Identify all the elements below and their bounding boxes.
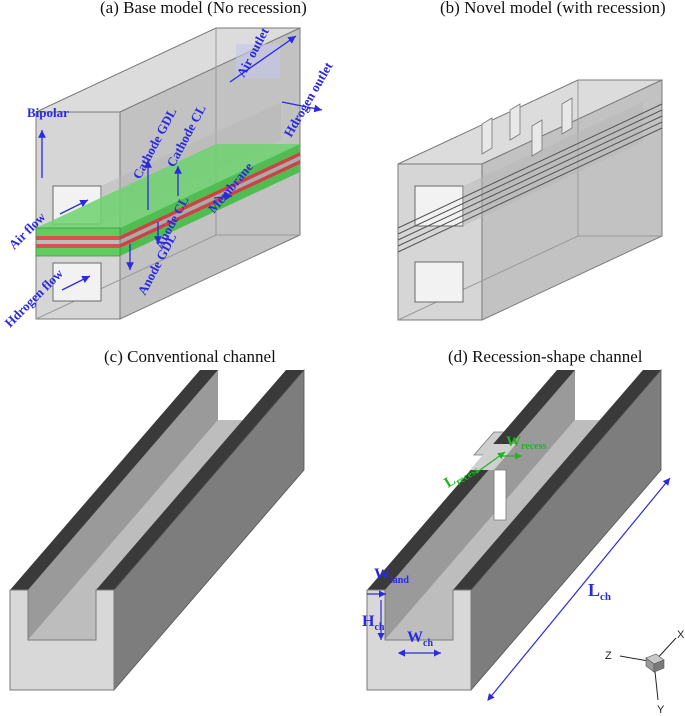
dim-w-ch: Wch	[407, 629, 433, 649]
axis-z-label: Z	[605, 650, 612, 662]
label-bipolar: Bipolar	[27, 105, 69, 120]
axis-x-label: X	[677, 629, 685, 641]
caption-c: (c) Conventional channel	[104, 347, 276, 366]
dim-w-recess: Wrecess	[506, 434, 546, 452]
axis-triad: X Z Y	[605, 629, 685, 716]
dim-l-ch: Lch	[588, 580, 611, 603]
dim-h-ch: Hch	[362, 613, 385, 633]
axis-y-label: Y	[657, 704, 665, 716]
caption-d: (d) Recession-shape channel	[448, 347, 643, 366]
panel-a-base-model	[35, 27, 301, 320]
panel-b-novel-model	[397, 79, 663, 321]
dim-w-land: Wland	[374, 566, 409, 586]
caption-a: (a) Base model (No recession)	[100, 0, 307, 17]
caption-b: (b) Novel model (with recession)	[440, 0, 666, 17]
panel-c-conventional-channel	[9, 368, 305, 692]
